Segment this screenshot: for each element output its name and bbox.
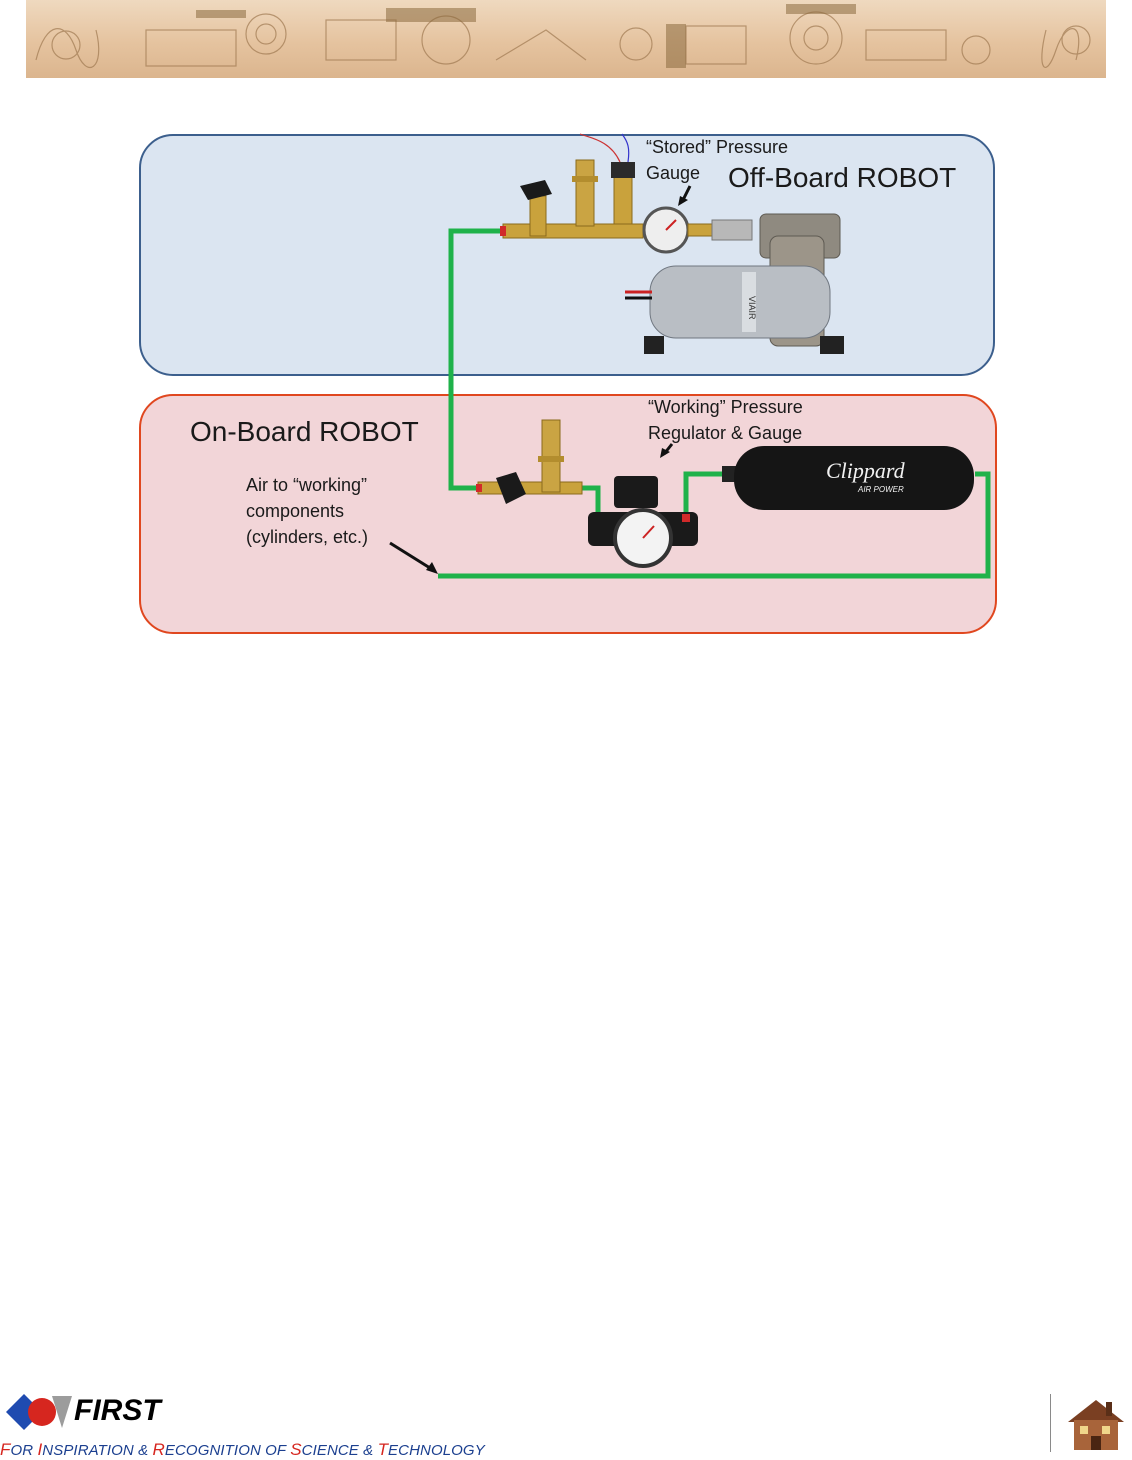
regulator-icon: [588, 476, 698, 568]
footer-tagline: FOR INSPIRATION & RECOGNITION OF SCIENCE…: [0, 1440, 485, 1459]
valve-handle-icon: [520, 180, 552, 200]
shutoff-valve: [529, 195, 547, 237]
onboard-robot-panel: [139, 394, 997, 634]
pressure-switch: [613, 173, 633, 225]
first-logo-text: FIRST: [74, 1394, 161, 1427]
working-components-arrow: [389, 541, 438, 574]
footer-divider: [1050, 1394, 1051, 1452]
stored-gauge-arrow: [678, 185, 692, 206]
offboard-robot-panel: [139, 134, 995, 376]
tube-supply-line: [448, 228, 503, 491]
offboard-manifold: [500, 133, 753, 254]
tube-working-output: [438, 471, 991, 579]
compressor-icon: VIAIR: [625, 213, 844, 354]
header-banner: [26, 0, 1106, 78]
air-tubing: [438, 228, 991, 579]
svg-text:VIAIR: VIAIR: [747, 296, 757, 320]
working-regulator-arrow: [660, 443, 674, 458]
onboard-robot-title: On-Board ROBOT: [190, 416, 419, 447]
svg-text:Clippard: Clippard: [826, 458, 906, 483]
svg-text:AIR POWER: AIR POWER: [857, 485, 904, 494]
steampunk-machinery-icon: [35, 4, 1091, 69]
house-icon: [1068, 1400, 1124, 1450]
onboard-manifold: [476, 419, 583, 504]
relief-valve: [575, 159, 595, 227]
air-to-components-label: Air to “working” components (cylinders, …: [246, 475, 369, 547]
valve-handle-icon: [496, 472, 526, 504]
tube-to-tank: [683, 471, 728, 514]
clippard-tank-icon: Clippard AIR POWER: [722, 446, 974, 510]
first-logo-icon: [6, 1394, 72, 1430]
pneumatic-diagram: VIAIR Clippard AIR POWER: [389, 133, 991, 579]
stored-gauge-label: “Stored” Pressure Gauge: [646, 137, 789, 183]
working-regulator-label: “Working” Pressure Regulator & Gauge: [648, 397, 803, 443]
tube-to-regulator: [580, 485, 601, 514]
offboard-robot-title: Off-Board ROBOT: [728, 162, 957, 193]
